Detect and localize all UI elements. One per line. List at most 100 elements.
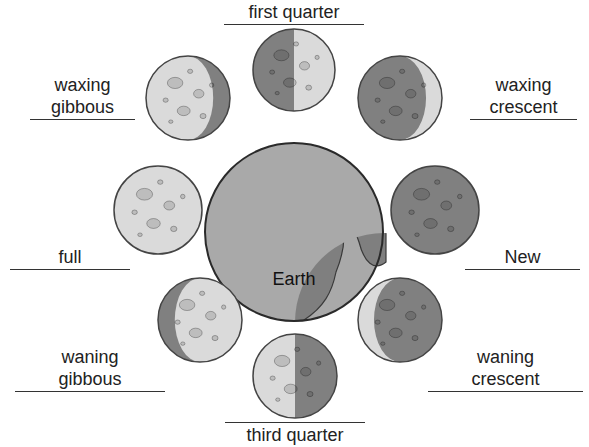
crater	[375, 320, 380, 324]
crater	[181, 194, 186, 199]
crater	[458, 194, 463, 199]
crater	[295, 347, 300, 351]
crater	[132, 210, 137, 215]
crater	[147, 219, 161, 229]
crater	[179, 299, 194, 310]
crater	[306, 85, 312, 90]
crater	[274, 50, 289, 61]
crater	[164, 201, 175, 210]
crater	[413, 188, 429, 200]
crater	[448, 226, 454, 231]
crater	[284, 384, 297, 393]
moon-disc	[146, 56, 230, 140]
moon-outline	[391, 166, 479, 254]
crater	[200, 291, 205, 295]
phase-label: full	[10, 246, 130, 270]
moon-lit-part	[400, 56, 442, 140]
moon-phase: first quarter	[252, 28, 336, 112]
moon-lit-part	[294, 29, 335, 111]
crater	[167, 77, 182, 88]
moon-outline	[253, 29, 335, 111]
crater	[422, 305, 426, 309]
phase-label: first quarter	[224, 1, 364, 25]
moon-outline	[158, 278, 242, 362]
crater	[275, 91, 279, 94]
crater	[389, 106, 402, 115]
crater	[424, 219, 438, 229]
moon-drawing	[252, 333, 338, 419]
crater	[169, 120, 173, 123]
crater	[301, 367, 311, 376]
moon-lit-part	[146, 56, 213, 140]
crater	[222, 305, 226, 309]
moon-outline	[146, 56, 230, 140]
crater	[381, 120, 385, 123]
moon-lit-part	[358, 278, 400, 362]
continent	[199, 144, 262, 192]
moon-phase: waning gibbous	[157, 277, 243, 363]
crater	[375, 98, 380, 102]
crater	[412, 113, 418, 118]
crater	[138, 233, 143, 237]
moon-outline	[253, 334, 337, 418]
moon-drawing	[390, 165, 480, 255]
moon-disc	[158, 278, 242, 362]
crater	[212, 335, 218, 340]
crater	[194, 89, 204, 98]
crater	[441, 201, 452, 210]
crater	[400, 69, 405, 73]
continent	[342, 170, 386, 266]
phase-label: third quarter	[225, 422, 365, 446]
moon-disc	[253, 29, 335, 111]
moon-disc	[358, 56, 442, 140]
crater	[177, 106, 190, 115]
crater	[409, 210, 414, 215]
crater	[163, 98, 168, 102]
moon-lit-part	[175, 278, 242, 362]
phase-label: waning gibbous	[15, 346, 165, 392]
moon-disc	[114, 166, 202, 254]
crater	[189, 328, 202, 337]
crater	[294, 42, 299, 46]
phase-label: waxing crescent	[470, 74, 577, 120]
moon-drawing	[145, 55, 231, 141]
crater	[175, 320, 180, 324]
moon-phase: waxing crescent	[357, 55, 443, 141]
continent	[234, 184, 344, 321]
crater	[270, 376, 275, 380]
crater	[406, 89, 416, 98]
crater	[200, 113, 206, 118]
moon-drawing	[113, 165, 203, 255]
moon-phase: waxing gibbous	[145, 55, 231, 141]
moon-disc	[253, 334, 337, 418]
crater	[299, 62, 309, 70]
crater	[158, 180, 163, 185]
crater	[389, 328, 402, 337]
crater	[315, 55, 319, 59]
crater	[276, 398, 280, 401]
crater	[210, 83, 214, 87]
crater	[206, 311, 216, 320]
moon-drawing	[357, 55, 443, 141]
crater	[188, 69, 193, 73]
crater	[406, 311, 416, 320]
crater	[379, 77, 394, 88]
crater	[274, 355, 289, 366]
crater	[435, 180, 440, 185]
moon-outline	[358, 56, 442, 140]
crater	[136, 188, 152, 200]
crater	[412, 335, 418, 340]
crater	[307, 391, 313, 396]
crater	[400, 291, 405, 295]
moon-outline	[114, 166, 202, 254]
crater	[317, 361, 321, 365]
moon-disc	[358, 278, 442, 362]
moon-outline	[358, 278, 442, 362]
crater	[284, 78, 297, 87]
crater	[181, 342, 185, 345]
crater	[270, 70, 275, 74]
moon-phase: waning crescent	[357, 277, 443, 363]
crater	[379, 299, 394, 310]
moon-phase: New	[390, 165, 480, 255]
